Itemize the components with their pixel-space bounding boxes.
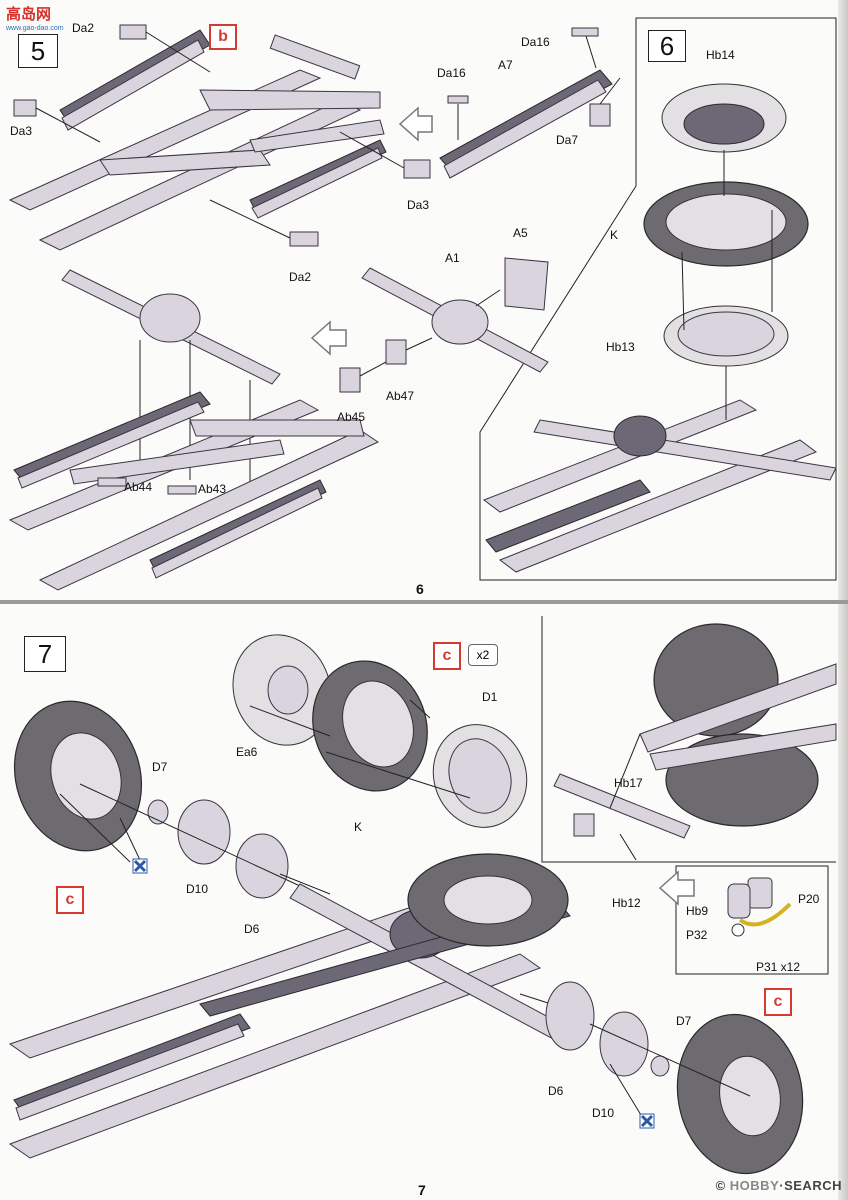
part-ab43 — [167, 485, 197, 495]
part-da7 — [589, 103, 611, 127]
part-da3-right — [403, 159, 431, 179]
part-a5 — [504, 257, 549, 311]
watermark-text: 高岛网 — [6, 6, 52, 23]
page-6-drawings — [8, 17, 837, 591]
label-a1: A1 — [445, 251, 460, 265]
hobbysearch-watermark: © HOBBY·SEARCH — [715, 1178, 842, 1193]
page-7-drawings — [8, 616, 837, 1175]
instruction-page-6: 高岛网 www.gao-dao.com — [0, 0, 848, 602]
label-hb14: Hb14 — [706, 48, 735, 62]
label-k: K — [610, 228, 619, 242]
step-number-7: 7 — [24, 636, 66, 672]
part-da16-left — [447, 95, 469, 104]
axle-a1 — [339, 257, 549, 393]
chassis-upper-drawing — [8, 24, 431, 251]
glue-icon-right — [639, 1113, 655, 1129]
label-ab44: Ab44 — [124, 480, 153, 494]
spare-wheel-exploded — [232, 634, 528, 828]
watermark-url: www.gao-dao.com — [6, 25, 64, 32]
hook-detail — [727, 877, 792, 937]
chassis-lower-drawing — [8, 391, 380, 591]
color-tag-c-right: c — [764, 988, 792, 1016]
label-d7-left: D7 — [152, 760, 168, 774]
step-number-6: 6 — [648, 30, 686, 62]
label-a7: A7 — [498, 58, 513, 72]
label-d6-right: D6 — [548, 1084, 564, 1098]
part-ab44 — [97, 477, 127, 487]
label-da3-right: Da3 — [407, 198, 430, 212]
label-da16-right: Da16 — [521, 35, 550, 49]
left-wheel-exploded — [13, 700, 301, 899]
watermark-brand-search: SEARCH — [784, 1178, 842, 1193]
instruction-page-7: 7 c x2 c c Ea6 D1 K D7 D10 D6 Hb17 Hb12 … — [0, 604, 848, 1200]
label-hb12: Hb12 — [612, 896, 641, 910]
chassis-step6 — [482, 366, 837, 573]
label-d7-right: D7 — [676, 1014, 692, 1028]
label-p20: P20 — [798, 892, 820, 906]
chassis-step7 — [8, 853, 581, 1159]
part-da2-top — [119, 24, 147, 40]
part-p31-chain — [738, 902, 792, 927]
page-edge — [838, 0, 848, 602]
step7-inset-divider — [541, 616, 836, 863]
part-d6-right — [545, 981, 595, 1051]
label-hb9: Hb9 — [686, 904, 709, 918]
label-p32: P32 — [686, 928, 708, 942]
part-ab47 — [385, 339, 407, 365]
direction-arrow-middle — [310, 320, 347, 356]
page-gap — [0, 600, 848, 606]
step-number-5: 5 — [18, 34, 58, 68]
color-tag-c-spare: c — [433, 642, 461, 670]
rear-bumper-inset — [553, 623, 837, 861]
quantity-badge: x2 — [468, 644, 498, 666]
part-p32 — [731, 923, 745, 937]
label-da3-left: Da3 — [10, 124, 33, 138]
part-d6-left — [235, 833, 289, 899]
wheel-exploded-step6 — [643, 83, 809, 367]
label-d1: D1 — [482, 690, 498, 704]
color-tag-b: b — [209, 24, 237, 50]
part-hb17 — [553, 773, 691, 839]
right-wheel-exploded — [545, 981, 804, 1175]
glue-icon-left — [132, 858, 148, 874]
label-a5: A5 — [513, 226, 528, 240]
label-da2-bottom: Da2 — [289, 270, 312, 284]
label-da16-left: Da16 — [437, 66, 466, 80]
label-d10-left: D10 — [186, 882, 209, 896]
part-d10-right — [599, 1011, 649, 1077]
watermark-brand-hobby: HOBBY — [729, 1178, 780, 1193]
part-d7-right — [650, 1055, 670, 1077]
label-ab43: Ab43 — [198, 482, 227, 496]
label-ab45: Ab45 — [337, 410, 366, 424]
part-hb9 — [727, 883, 751, 919]
part-da3-left — [13, 99, 37, 117]
site-watermark: 高岛网 www.gao-dao.com — [6, 6, 64, 36]
page-number-6: 6 — [416, 581, 424, 597]
label-d6-left: D6 — [244, 922, 260, 936]
page-number-7: 7 — [418, 1182, 426, 1198]
label-hb13: Hb13 — [606, 340, 635, 354]
leaf-spring-a7 — [439, 27, 621, 179]
direction-arrow-upper — [398, 106, 433, 142]
label-d10-right: D10 — [592, 1106, 615, 1120]
part-hb12-hook — [573, 813, 595, 837]
label-ab47: Ab47 — [386, 389, 415, 403]
label-da2-top: Da2 — [72, 21, 95, 35]
direction-arrow-hook — [658, 870, 695, 906]
watermark-copyright: © — [715, 1178, 726, 1193]
label-p31: P31 x12 — [756, 960, 801, 974]
step6-frame — [479, 17, 837, 581]
part-p20 — [747, 877, 773, 909]
label-da7: Da7 — [556, 133, 579, 147]
part-da16-right — [571, 27, 599, 37]
label-hb17: Hb17 — [614, 776, 643, 790]
color-tag-c-left: c — [56, 886, 84, 914]
part-d10-left — [177, 799, 231, 865]
hook-detail-frame — [675, 865, 829, 975]
label-k: K — [354, 820, 363, 834]
part-da2-bottom — [289, 231, 319, 247]
page-edge — [838, 604, 848, 1200]
part-ab45 — [339, 367, 361, 393]
label-ea6: Ea6 — [236, 745, 258, 759]
